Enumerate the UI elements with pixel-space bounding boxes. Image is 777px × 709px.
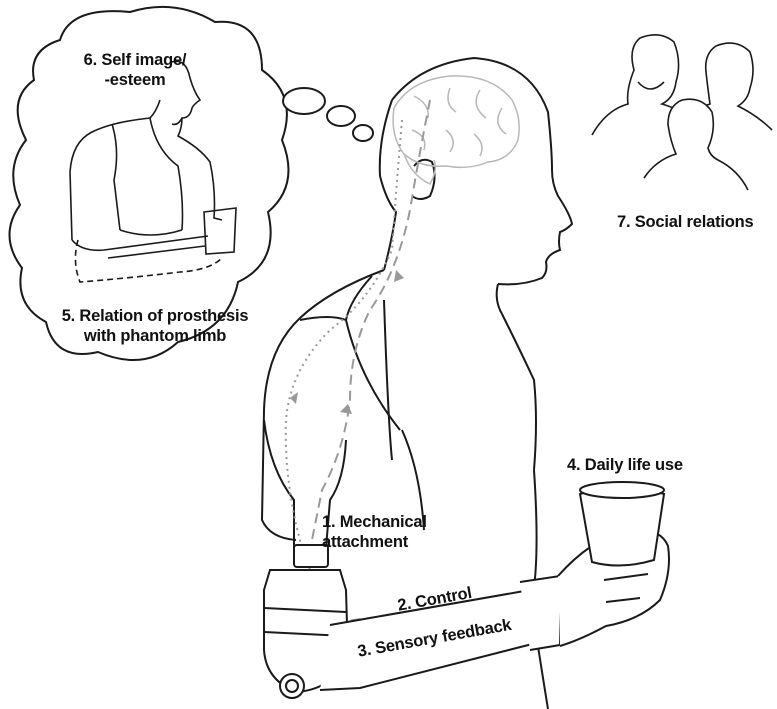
label-mechanical-line-2: attachment bbox=[322, 532, 427, 552]
label-self-image-line-2: -esteem bbox=[60, 70, 210, 90]
label-mechanical-attachment: 1. Mechanical attachment bbox=[322, 512, 427, 552]
label-self-image-line-1: 6. Self image/ bbox=[60, 50, 210, 70]
cup-icon bbox=[580, 482, 664, 566]
people-icon bbox=[592, 35, 772, 190]
label-self-image: 6. Self image/ -esteem bbox=[60, 50, 210, 90]
brain-icon bbox=[393, 76, 519, 184]
label-phantom-limb: 5. Relation of prosthesis with phantom l… bbox=[42, 306, 268, 346]
label-phantom-line-2: with phantom limb bbox=[42, 326, 268, 346]
label-mechanical-line-1: 1. Mechanical bbox=[322, 512, 427, 532]
label-social-relations: 7. Social relations bbox=[617, 212, 754, 232]
label-daily-life-use: 4. Daily life use bbox=[567, 455, 683, 475]
label-phantom-line-1: 5. Relation of prosthesis bbox=[42, 306, 268, 326]
